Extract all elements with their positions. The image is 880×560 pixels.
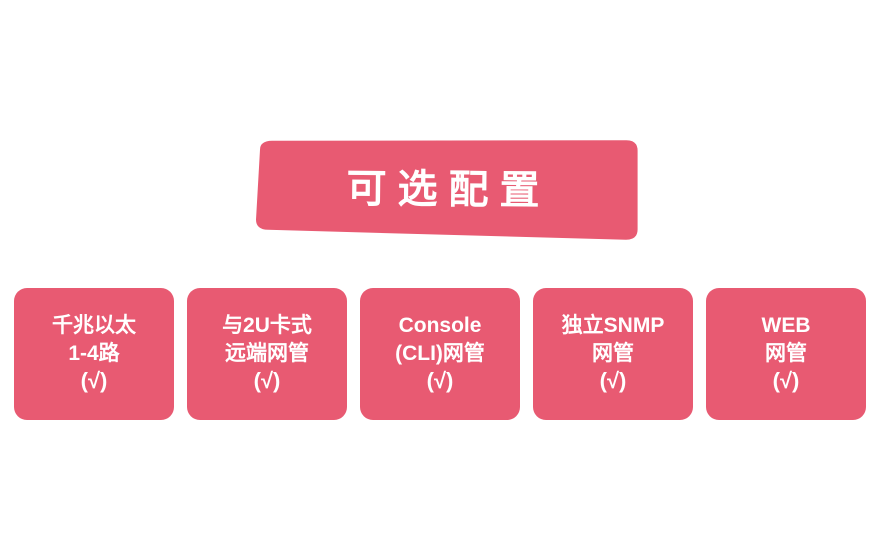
option-card-console-cli-management[interactable]: Console (CLI)网管 (√)	[360, 288, 520, 420]
option-card-standalone-snmp-management[interactable]: 独立SNMP 网管 (√)	[533, 288, 693, 420]
option-card-line-1: Console	[398, 314, 482, 338]
option-card-line-2: 网管	[765, 341, 807, 365]
option-card-line-2: (CLI)网管	[395, 341, 485, 365]
option-card-row: 千兆以太 1-4路 (√) 与2U卡式 远端网管 (√) Console (CL…	[14, 288, 866, 420]
option-card-line-1: 独立SNMP	[561, 314, 665, 338]
option-card-2u-card-remote-management[interactable]: 与2U卡式 远端网管 (√)	[187, 288, 347, 420]
option-card-line-1: WEB	[761, 314, 811, 338]
option-card-line-2: 1-4路	[68, 341, 120, 365]
option-card-checkmark: (√)	[772, 368, 800, 393]
option-card-web-management[interactable]: WEB 网管 (√)	[706, 288, 866, 420]
option-card-checkmark: (√)	[253, 368, 281, 393]
option-card-checkmark: (√)	[426, 368, 454, 393]
option-card-line-2: 网管	[592, 341, 634, 365]
section-title-banner: 可选配置	[248, 140, 638, 240]
option-card-line-2: 远端网管	[225, 341, 309, 365]
option-card-checkmark: (√)	[80, 368, 108, 393]
page-title: 可选配置	[346, 166, 551, 214]
option-card-checkmark: (√)	[599, 368, 627, 393]
banner-background-shape	[256, 140, 638, 240]
option-card-line-1: 与2U卡式	[222, 314, 312, 338]
option-card-line-1: 千兆以太	[52, 314, 136, 338]
option-card-gigabit-ethernet[interactable]: 千兆以太 1-4路 (√)	[14, 288, 174, 420]
